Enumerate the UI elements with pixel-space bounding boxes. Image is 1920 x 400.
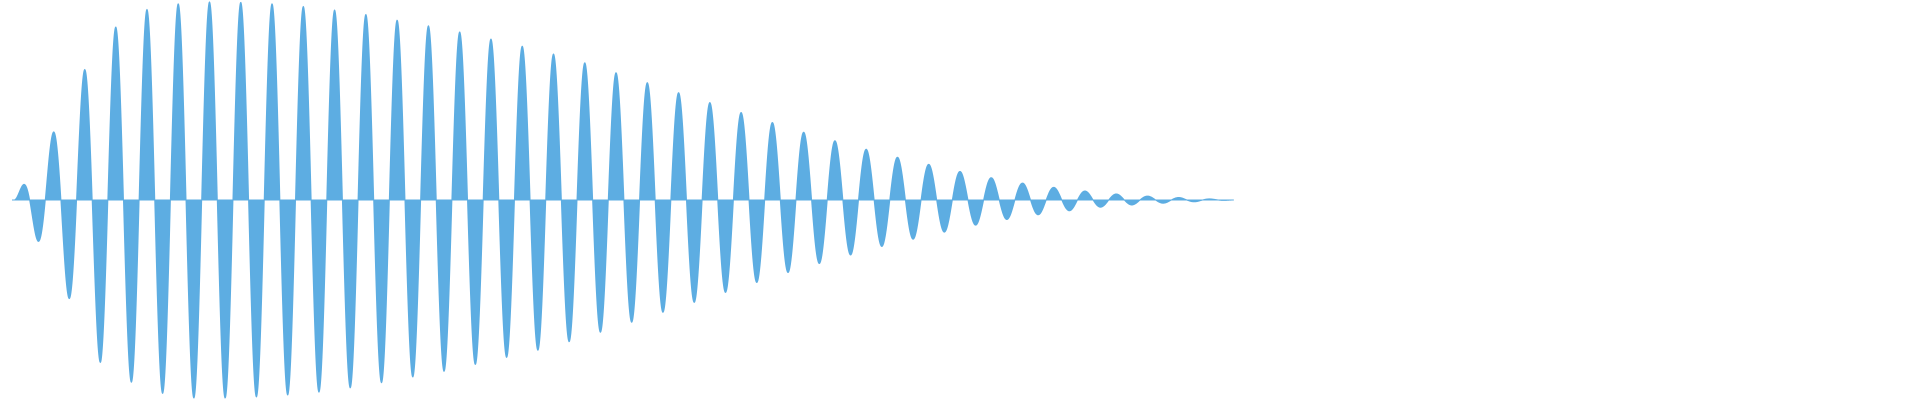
waveform-shape: [13, 1, 1234, 399]
